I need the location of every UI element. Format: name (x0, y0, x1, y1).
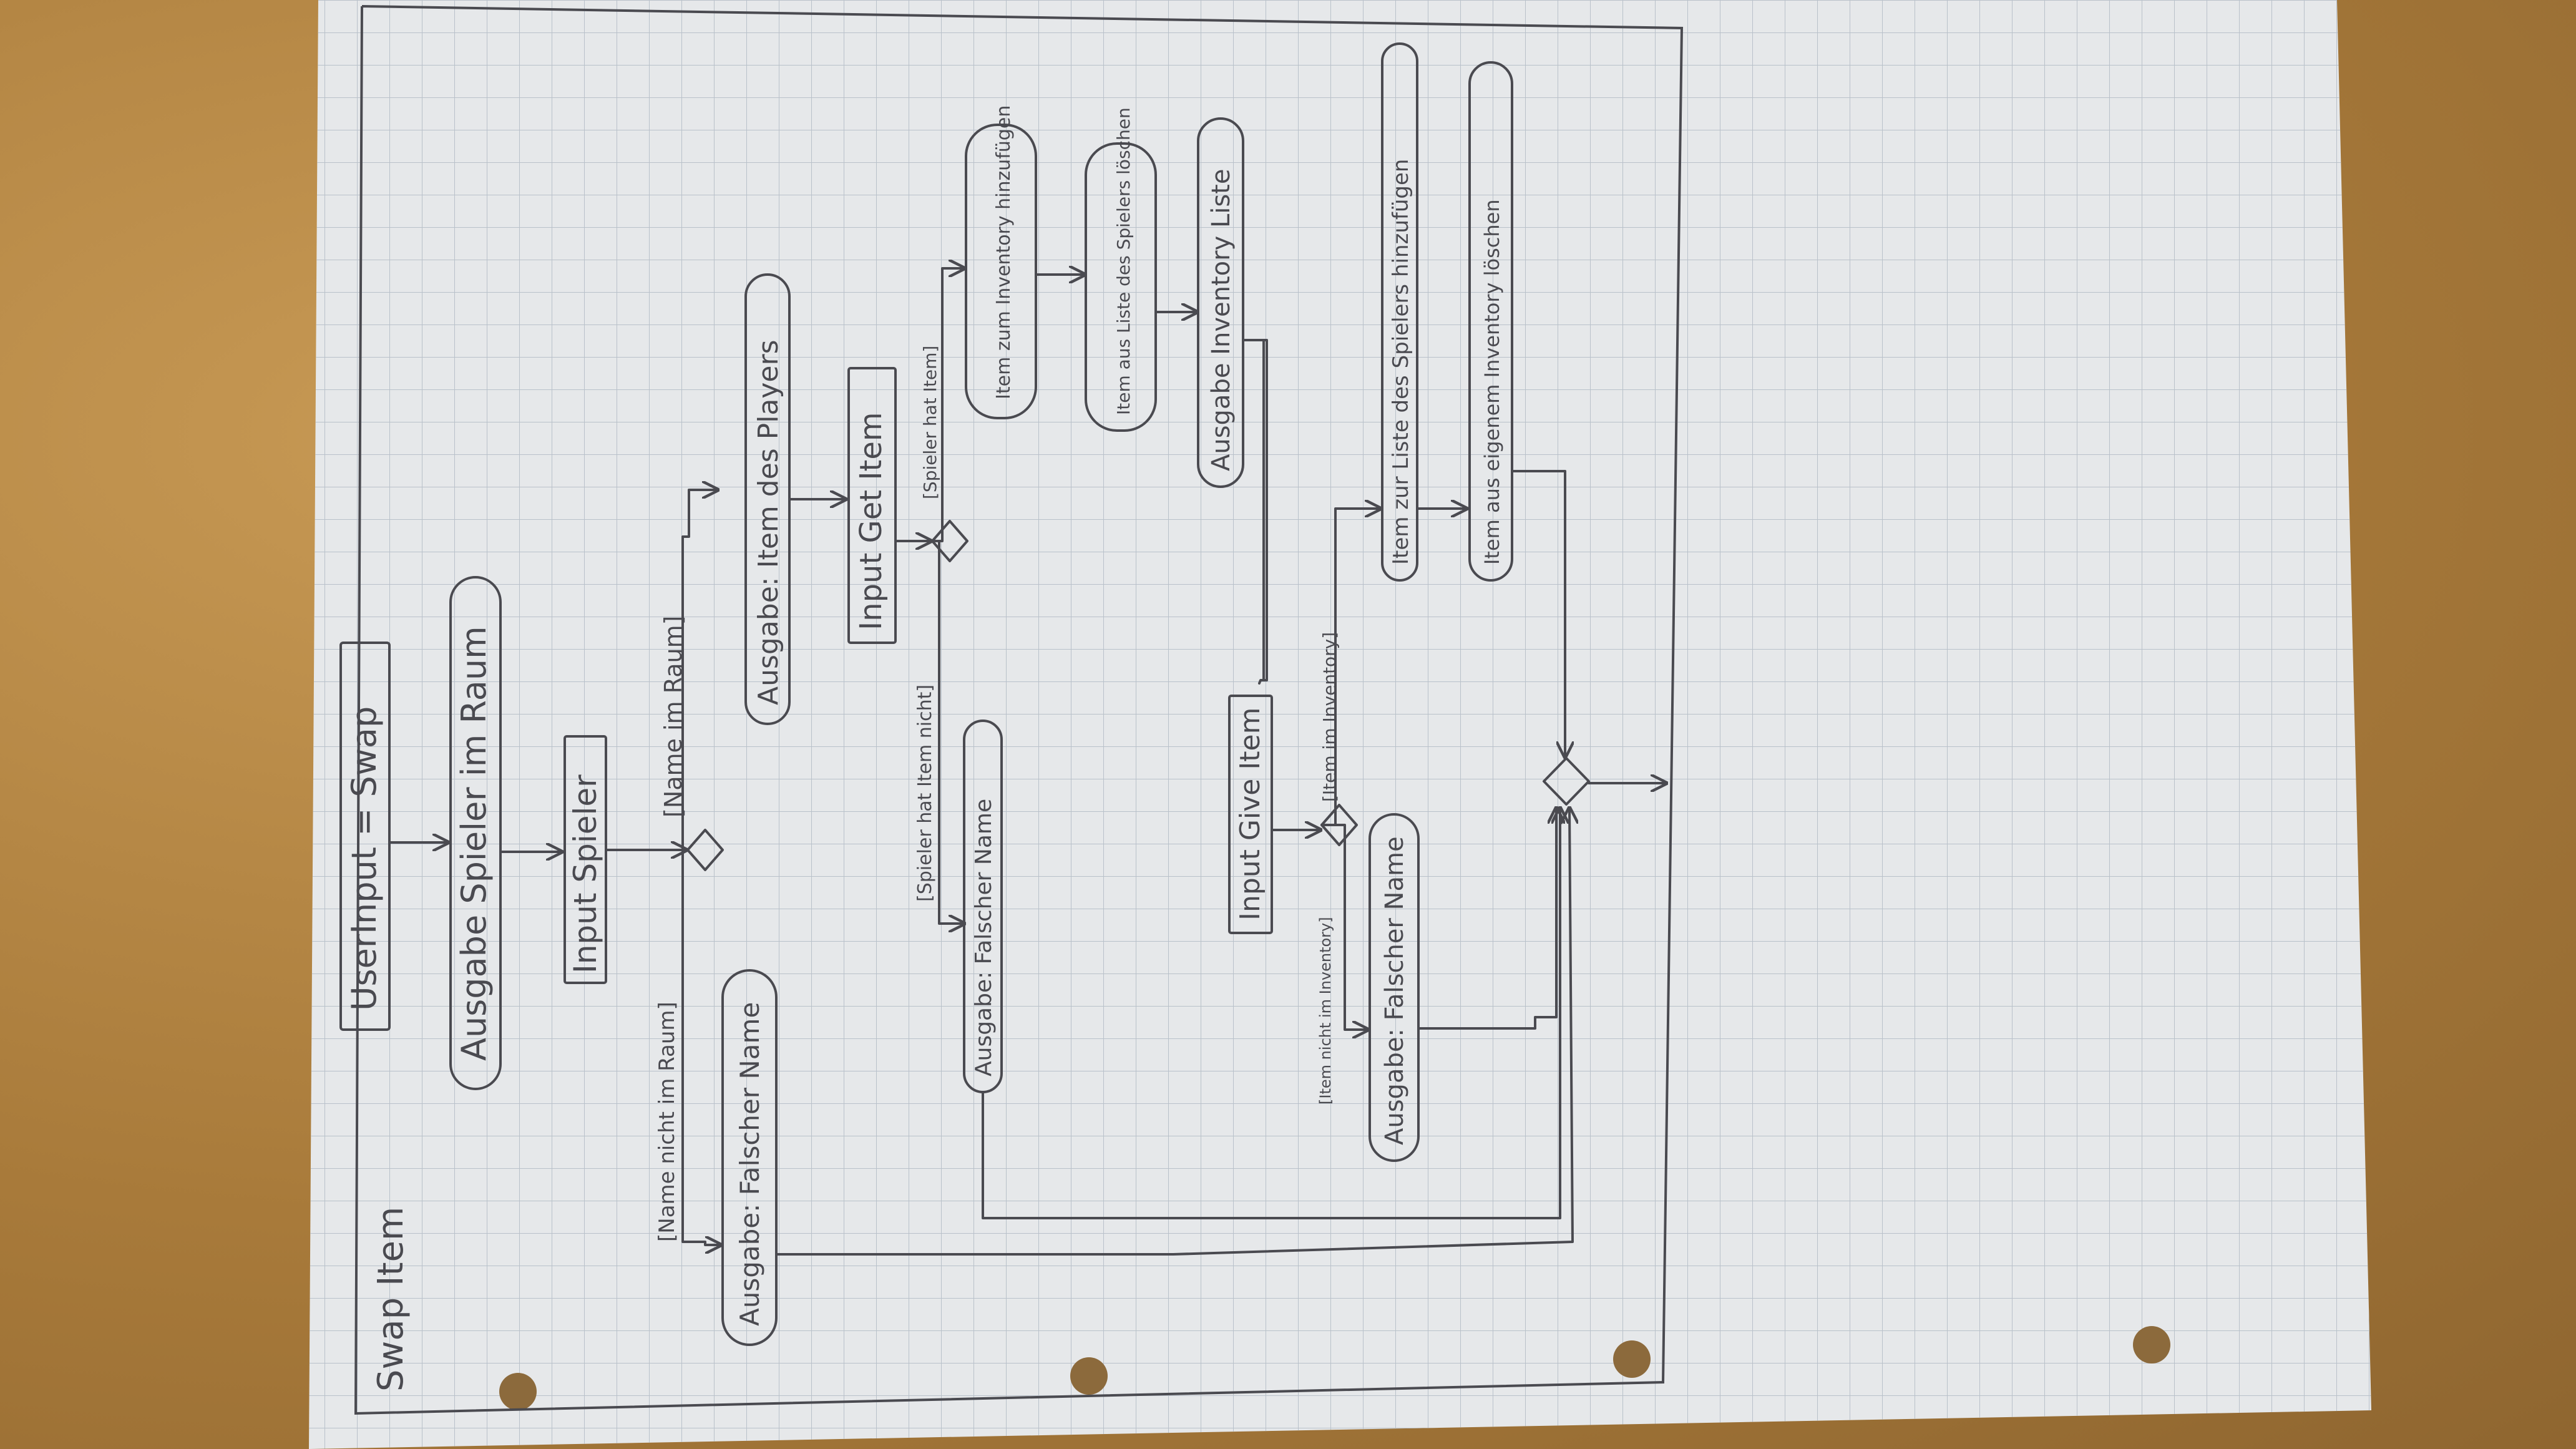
punch-hole (1613, 1340, 1651, 1378)
item-aus-inventory-label: Item aus eigenem Inventory löschen (1480, 199, 1504, 565)
punch-hole (1070, 1357, 1108, 1395)
ausgabe-falscher-name-node-3 (1368, 813, 1420, 1162)
item-zum-inventory-label: Item zum Inventory hinzufügen (993, 105, 1015, 399)
input-get-item-node (847, 367, 897, 644)
edge-falscher-name-3-to-merge (1417, 808, 1556, 1030)
guard-spieler-hat-item-nicht: [Spieler hat Item nicht] (914, 685, 936, 902)
ausgabe-spieler-im-raum-label: Ausgabe Spieler im Raum (454, 626, 494, 1061)
decision-node-give-item (1320, 804, 1358, 846)
paper-grid (309, 0, 2371, 1449)
edge-into-input-give (1258, 339, 1268, 685)
edge-falscher-name-2-to-merge (982, 808, 1560, 1219)
item-zur-liste-node (1381, 42, 1418, 582)
ausgabe-falscher-name-label-2: Ausgabe: Falscher Name (971, 799, 997, 1076)
activity-frame (354, 5, 1684, 1415)
item-zum-inventory-node (965, 124, 1037, 419)
frame-title: Swap Item (371, 1207, 411, 1392)
guard-item-nicht-im-inventory: [Item nicht im Inventory] (1317, 917, 1334, 1105)
ausgabe-spieler-im-raum-node (449, 576, 502, 1090)
guard-spieler-hat-item: [Spieler hat Item] (920, 346, 940, 499)
input-give-item-node (1228, 695, 1273, 934)
item-aus-inventory-node (1468, 61, 1513, 582)
input-get-item-label: Input Get Item (854, 412, 889, 630)
ausgabe-falscher-name-label-1: Ausgabe: Falscher Name (734, 1002, 765, 1326)
punch-hole (2133, 1326, 2170, 1364)
punch-hole (499, 1373, 537, 1410)
ausgabe-falscher-name-label-3: Ausgabe: Falscher Name (1380, 836, 1409, 1145)
item-aus-liste-label: Item aus Liste des Spielers löschen (1113, 107, 1134, 415)
item-zur-liste-label: Item zur Liste des Spielers hinzufügen (1388, 159, 1413, 565)
guard-item-im-inventory: [Item im Inventory] (1319, 632, 1340, 802)
edge-decision-item-nicht-im-inventory (1320, 824, 1368, 1030)
merge-node (1543, 757, 1590, 806)
input-give-item-label: Input Give Item (1234, 708, 1266, 921)
edge-decision-hat-item-nicht (931, 540, 964, 924)
edge-decision-name-im-raum (681, 490, 718, 851)
ausgabe-item-des-players-label: Ausgabe: Item des Players (753, 339, 784, 705)
ausgabe-inventory-liste-node (1197, 117, 1244, 488)
item-aus-liste-node (1085, 142, 1157, 432)
ausgabe-inventory-liste-label: Ausgabe Inventory Liste (1207, 169, 1236, 471)
input-spieler-label: Input Spieler (567, 774, 603, 973)
input-spieler-node (564, 735, 607, 984)
start-node-label: UserInput = Swap (344, 706, 384, 1011)
guard-name-nicht-im-raum: [Name nicht im Raum] (655, 1002, 680, 1242)
decision-node-get-item (931, 520, 968, 562)
start-node-box (339, 642, 391, 1031)
ausgabe-falscher-name-node-1 (721, 969, 778, 1346)
decision-node-name (686, 829, 724, 871)
edge-aus-inventory-to-merge (1511, 470, 1565, 757)
edge-falscher-name-1-to-merge (775, 808, 1573, 1256)
